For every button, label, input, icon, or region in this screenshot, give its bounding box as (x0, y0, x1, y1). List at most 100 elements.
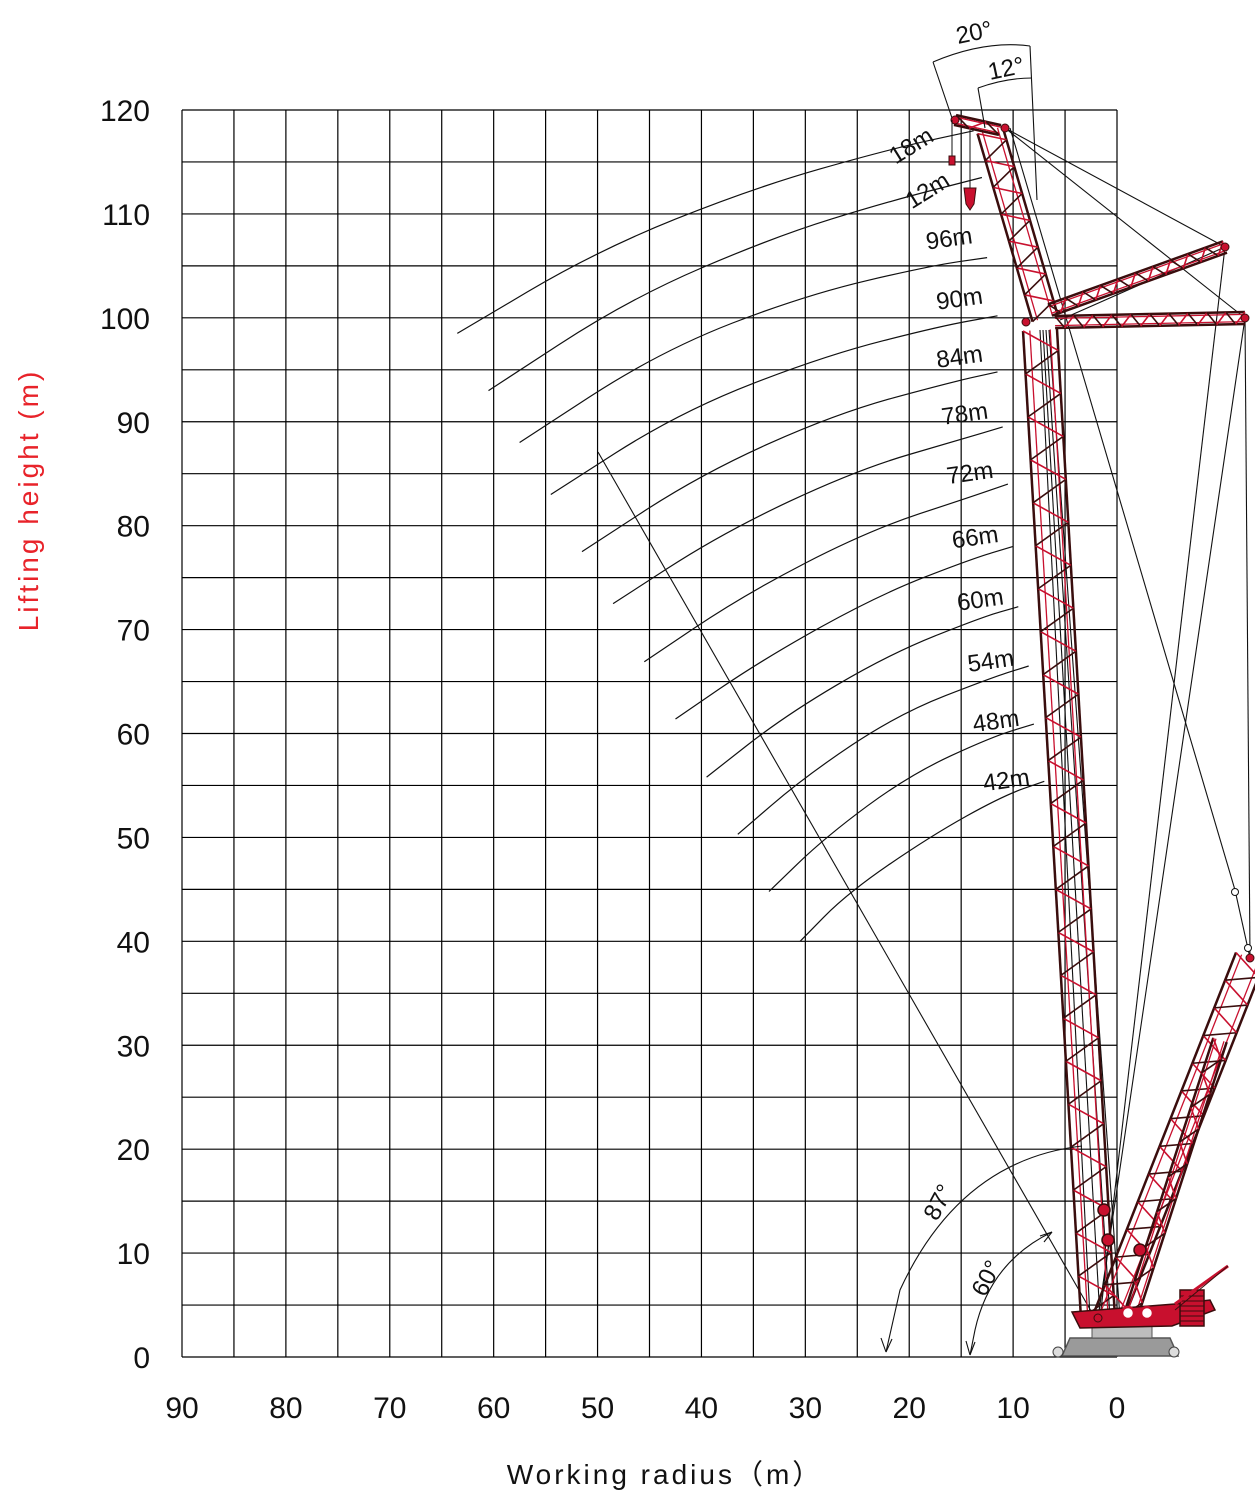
wheel-icon (1168, 1346, 1180, 1358)
backstay-line (1099, 246, 1226, 1319)
lattice-brace (1149, 313, 1161, 327)
lattice-brace (1167, 1176, 1177, 1199)
lattice-brace (1052, 822, 1087, 848)
lattice-brace (1040, 630, 1077, 652)
y-tick-label: 30 (117, 1030, 150, 1063)
lattice-brace (1082, 314, 1094, 328)
drum-icon (1120, 1305, 1136, 1321)
lattice-brace (1165, 260, 1172, 275)
chord (1054, 313, 1245, 320)
lattice-brace (1092, 314, 1104, 328)
pin-icon (1000, 123, 1010, 133)
lattice-brace (1062, 994, 1097, 1019)
boom-curve-72m (643, 483, 1009, 663)
lattice-brace (1030, 435, 1064, 461)
lattice-brace (1054, 315, 1066, 329)
x-axis-label: Working radius（m） (507, 1459, 824, 1490)
chord (955, 116, 1001, 128)
lattice-brace (1101, 314, 1113, 328)
curve-label-18m: 18m (884, 122, 938, 170)
x-tick-label: 60 (477, 1392, 510, 1425)
main-boom (1021, 328, 1117, 1320)
lattice-brace (1022, 330, 1059, 352)
jib-mast-upper (1047, 240, 1228, 317)
pin-icon (950, 115, 960, 125)
lattice-brace (1073, 315, 1085, 328)
chord (1049, 329, 1109, 1318)
lattice-brace (1027, 416, 1064, 438)
lattice-brace (1016, 246, 1039, 269)
lattice-brace (1052, 845, 1089, 867)
lattice-brace (1040, 607, 1074, 633)
lattice-brace (1196, 312, 1208, 326)
crane-illustration (597, 44, 1255, 1358)
curve-label-96m: 96m (924, 222, 974, 255)
angle-label-87: 87° (918, 1180, 959, 1225)
chord (1135, 1041, 1228, 1321)
lattice-brace (1068, 1103, 1105, 1125)
boom-curve-96m (519, 257, 988, 444)
lattice-brace (1134, 1267, 1154, 1282)
curve-label-66m: 66m (950, 521, 1000, 554)
x-tick-label: 0 (1109, 1392, 1126, 1425)
lattice-brace (1169, 1118, 1194, 1145)
lattice-brace (1063, 315, 1075, 329)
angle-label-12: 12° (986, 52, 1027, 86)
lattice-brace (1025, 349, 1059, 375)
y-tick-label: 100 (100, 303, 150, 336)
lattice-brace (1045, 716, 1082, 738)
lattice-brace (1201, 1072, 1211, 1095)
pin-icon (1240, 313, 1250, 323)
lattice-brace (1030, 459, 1067, 481)
arrow-icon (1039, 1231, 1053, 1243)
lattice-brace (1206, 312, 1218, 326)
lattice-brace (1024, 294, 1054, 302)
lattice-brace (1139, 313, 1151, 327)
lattice-brace (1047, 736, 1082, 762)
lattice-brace (1050, 802, 1087, 824)
lattice-brace (1032, 478, 1067, 504)
x-tick-label: 90 (165, 1392, 198, 1425)
lattice-brace (1060, 297, 1067, 313)
crawler-track (1060, 1337, 1180, 1357)
lattice-brace (985, 159, 1015, 168)
curve-label-90m: 90m (935, 283, 985, 316)
lattice-brace (1159, 1142, 1194, 1148)
pin-icon (1021, 317, 1031, 327)
hook-icon (948, 155, 956, 166)
x-tick-label: 20 (893, 1392, 926, 1425)
lattice-brace (1100, 284, 1114, 295)
x-tick-label: 40 (685, 1392, 718, 1425)
lattice-brace (1135, 272, 1149, 282)
chord (1029, 330, 1089, 1319)
lattice-brace (1008, 219, 1031, 242)
lattice-brace (1075, 1232, 1112, 1254)
lattice-brace (1082, 291, 1097, 301)
y-tick-label: 90 (117, 407, 150, 440)
curve-label-60m: 60m (955, 583, 1005, 616)
chord (1092, 952, 1238, 1313)
angle-label-20: 20° (954, 16, 995, 50)
backstay-line (1097, 317, 1246, 1319)
lattice-brace (1158, 1145, 1183, 1172)
lattice-brace (1008, 240, 1039, 248)
chord (953, 123, 1000, 137)
chord (1021, 330, 1083, 1320)
lattice-brace (1133, 1280, 1144, 1304)
lattice-brace (984, 139, 1007, 162)
angle-bracket (932, 44, 1038, 201)
lattice-brace (1215, 311, 1227, 326)
y-axis-label: Lifting height (m) (13, 369, 44, 632)
lattice-brace (1025, 373, 1062, 395)
arrow-icon (880, 1337, 893, 1353)
lattice-brace (1112, 278, 1119, 294)
boom-curve-48m (768, 723, 1035, 892)
lattice-brace (1042, 650, 1077, 676)
lattice-brace (1182, 253, 1189, 269)
lattice-brace (1060, 974, 1097, 996)
lattice-brace (1190, 1093, 1211, 1109)
lattice-brace (1050, 779, 1084, 805)
